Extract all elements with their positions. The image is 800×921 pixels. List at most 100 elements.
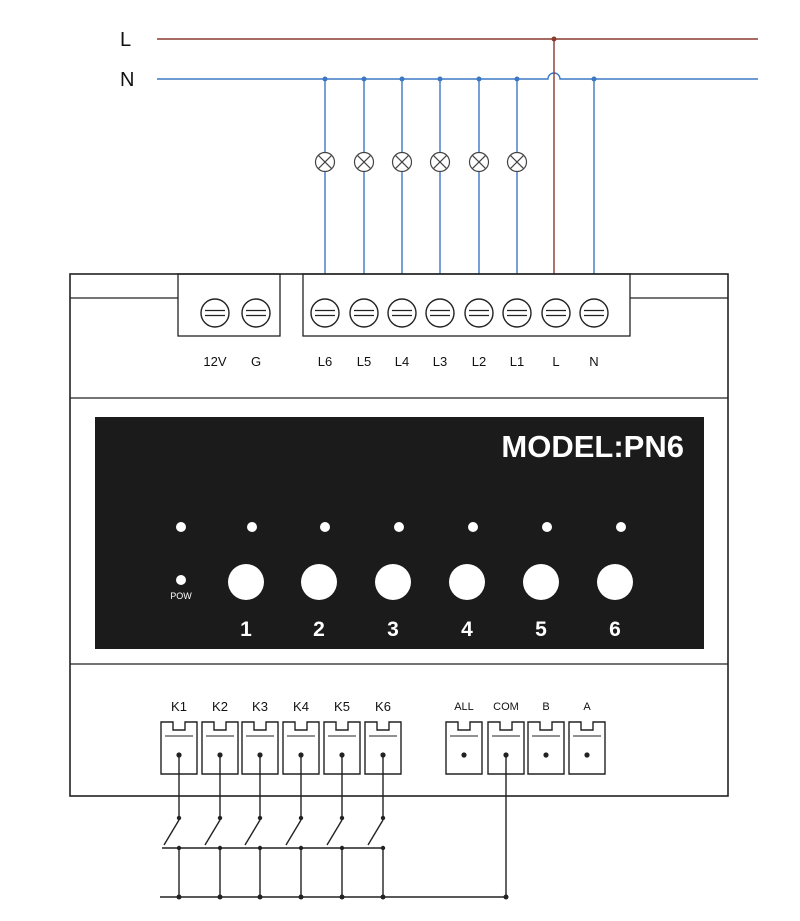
neutral-junction-4 [399, 76, 405, 82]
channel-button-1 [228, 564, 264, 600]
channel-led-0 [176, 522, 186, 532]
switch-lever-5 [326, 819, 343, 846]
switch-contact-top-1 [176, 815, 182, 821]
neutral-rail [157, 72, 758, 80]
terminal-label-l4: L4 [395, 354, 409, 369]
terminal-block-all [445, 721, 483, 775]
channel-button-5 [523, 564, 559, 600]
terminal-block-a [568, 721, 606, 775]
terminal-label-k1: K1 [171, 699, 187, 714]
terminal-label-n: N [589, 354, 598, 369]
switch-lever-3 [244, 819, 261, 846]
bus-terminal-labels: ALL COM B A [454, 701, 591, 713]
terminal-label-g: G [251, 354, 261, 369]
neutral-junction-2 [476, 76, 482, 82]
neutral-junction [591, 76, 597, 82]
lamp-wires [314, 76, 528, 300]
live-rail-label: L [120, 29, 131, 51]
switch-contact-top-4 [298, 815, 304, 821]
screw-terminal-l1 [502, 298, 532, 328]
terminal-label-k4: K4 [293, 699, 309, 714]
load-screws [310, 298, 609, 328]
channel-label-6: 6 [609, 618, 621, 641]
neutral-junction-3 [437, 76, 443, 82]
load-terminal-labels: L6 L5 L4 L3 L2 L1 L N [318, 354, 599, 369]
lamp-icon [429, 151, 451, 173]
terminal-label-k3: K3 [252, 699, 268, 714]
input-terminal-labels: K1 K2 K3 K4 K5 K6 [171, 699, 391, 714]
channel-led-2 [320, 522, 330, 532]
terminal-label-com: COM [493, 701, 519, 713]
screw-terminal-n [579, 298, 609, 328]
channel-button-2 [301, 564, 337, 600]
terminal-label-k6: K6 [375, 699, 391, 714]
live-junction [551, 36, 557, 42]
power-terminal-block [177, 273, 281, 337]
terminal-label-l3: L3 [433, 354, 447, 369]
screw-terminal-l3 [425, 298, 455, 328]
screw-terminal-l4 [387, 298, 417, 328]
terminal-block-b [527, 721, 565, 775]
terminal-label-b: B [542, 701, 549, 713]
terminal-label-12v: 12V [203, 354, 226, 369]
channel-label-3: 3 [387, 618, 399, 641]
terminal-label-l1: L1 [510, 354, 524, 369]
screw-terminal-l6 [310, 298, 340, 328]
switch-lever-1 [163, 819, 180, 846]
terminal-label-l: L [552, 354, 559, 369]
power-led [176, 575, 186, 585]
channel-button-4 [449, 564, 485, 600]
switch-contact-top-6 [380, 815, 386, 821]
terminal-block-k6 [364, 721, 402, 775]
pow-label: POW [170, 591, 192, 601]
screw-terminal-12v [200, 298, 230, 328]
channel-label-5: 5 [535, 618, 547, 641]
switch-contact-top-5 [339, 815, 345, 821]
terminal-label-l2: L2 [472, 354, 486, 369]
lamp-icon [353, 151, 375, 173]
terminal-block-k2 [201, 721, 239, 775]
neutral-junction-5 [361, 76, 367, 82]
terminal-label-all: ALL [454, 701, 474, 713]
switch-contact-top-2 [217, 815, 223, 821]
terminal-label-a: A [583, 701, 591, 713]
lamp-icon [391, 151, 413, 173]
neutral-junction-6 [322, 76, 328, 82]
load-terminal-block [302, 273, 631, 337]
terminal-label-k2: K2 [212, 699, 228, 714]
com-junction [503, 894, 509, 900]
terminal-label-l6: L6 [318, 354, 332, 369]
terminal-label-l5: L5 [357, 354, 371, 369]
channel-button-3 [375, 564, 411, 600]
channel-button-6 [597, 564, 633, 600]
power-screws [200, 298, 271, 328]
channel-label-4: 4 [461, 618, 473, 641]
screw-terminal-l5 [349, 298, 379, 328]
screw-terminal-g [241, 298, 271, 328]
lamp-icon [506, 151, 528, 173]
channel-led-6 [616, 522, 626, 532]
lamp-icon [314, 151, 336, 173]
switch-lever-6 [367, 819, 384, 846]
screw-terminal-l2 [464, 298, 494, 328]
channel-label-2: 2 [313, 618, 325, 641]
model-label: MODEL:PN6 [501, 429, 684, 464]
terminal-block-k1 [160, 721, 198, 775]
channel-led-3 [394, 522, 404, 532]
switch-lever-4 [285, 819, 302, 846]
channel-led-4 [468, 522, 478, 532]
neutral-junction-1 [514, 76, 520, 82]
terminal-block-k5 [323, 721, 361, 775]
front-panel [95, 417, 704, 649]
channel-label-1: 1 [240, 618, 252, 641]
channel-controls: 1 2 3 4 5 6 [176, 522, 633, 641]
power-terminal-labels: 12V G [203, 354, 261, 369]
switch-lever-2 [204, 819, 221, 846]
switch-wiring [160, 755, 509, 900]
screw-terminal-l [541, 298, 571, 328]
lamp-icon [468, 151, 490, 173]
channel-led-1 [247, 522, 257, 532]
neutral-rail-label: N [120, 69, 134, 91]
terminal-label-k5: K5 [334, 699, 350, 714]
